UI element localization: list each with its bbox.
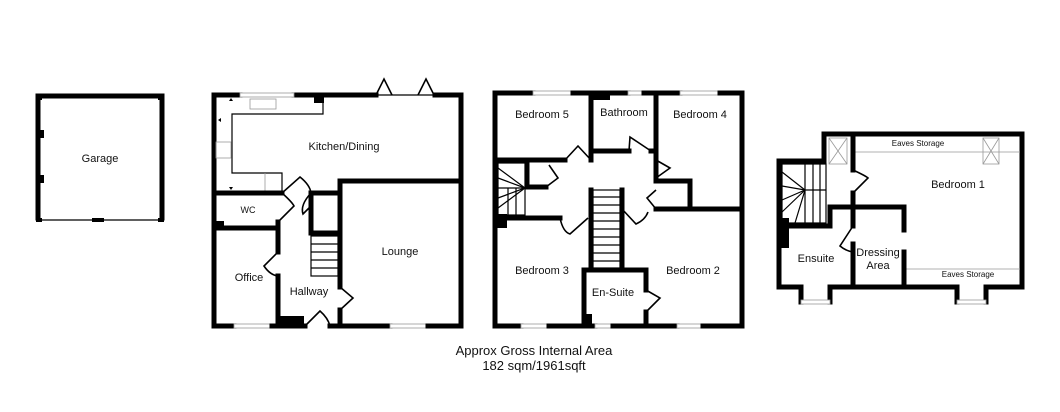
room-label-eaves-storage-bottom: Eaves Storage bbox=[942, 270, 995, 279]
ground-floor: Kitchen/Dining WC Office Hallway Lounge bbox=[211, 77, 464, 329]
room-label-en-suite: En-Suite bbox=[592, 287, 634, 299]
room-label-dressing: Dressing bbox=[856, 247, 899, 259]
room-label-hallway: Hallway bbox=[290, 286, 329, 298]
room-label-kitchen-dining: Kitchen/Dining bbox=[309, 141, 380, 153]
room-label-ensuite: Ensuite bbox=[798, 253, 835, 265]
room-label-garage: Garage bbox=[82, 153, 119, 165]
room-label-bedroom-3: Bedroom 3 bbox=[515, 265, 569, 277]
room-label-bedroom-5: Bedroom 5 bbox=[515, 109, 569, 121]
room-label-bedroom-1: Bedroom 1 bbox=[931, 179, 985, 191]
room-label-area: Area bbox=[866, 260, 890, 272]
second-floor: Bedroom 1 Eaves Storage Eaves Storage En… bbox=[776, 131, 1025, 305]
room-label-office: Office bbox=[235, 272, 264, 284]
area-value: 182 sqm/1961sqft bbox=[482, 358, 586, 373]
area-title: Approx Gross Internal Area bbox=[455, 343, 613, 358]
room-label-lounge: Lounge bbox=[382, 246, 419, 258]
room-label-wc: WC bbox=[241, 205, 256, 215]
room-label-bedroom-2: Bedroom 2 bbox=[666, 265, 720, 277]
room-label-eaves-storage-top: Eaves Storage bbox=[892, 139, 945, 148]
garage-floor: Garage bbox=[35, 93, 165, 222]
first-floor: Bedroom 5 Bathroom Bedroom 4 Bedroom 3 E… bbox=[492, 90, 745, 329]
room-label-bedroom-4: Bedroom 4 bbox=[673, 109, 727, 121]
room-label-bathroom: Bathroom bbox=[600, 107, 648, 119]
